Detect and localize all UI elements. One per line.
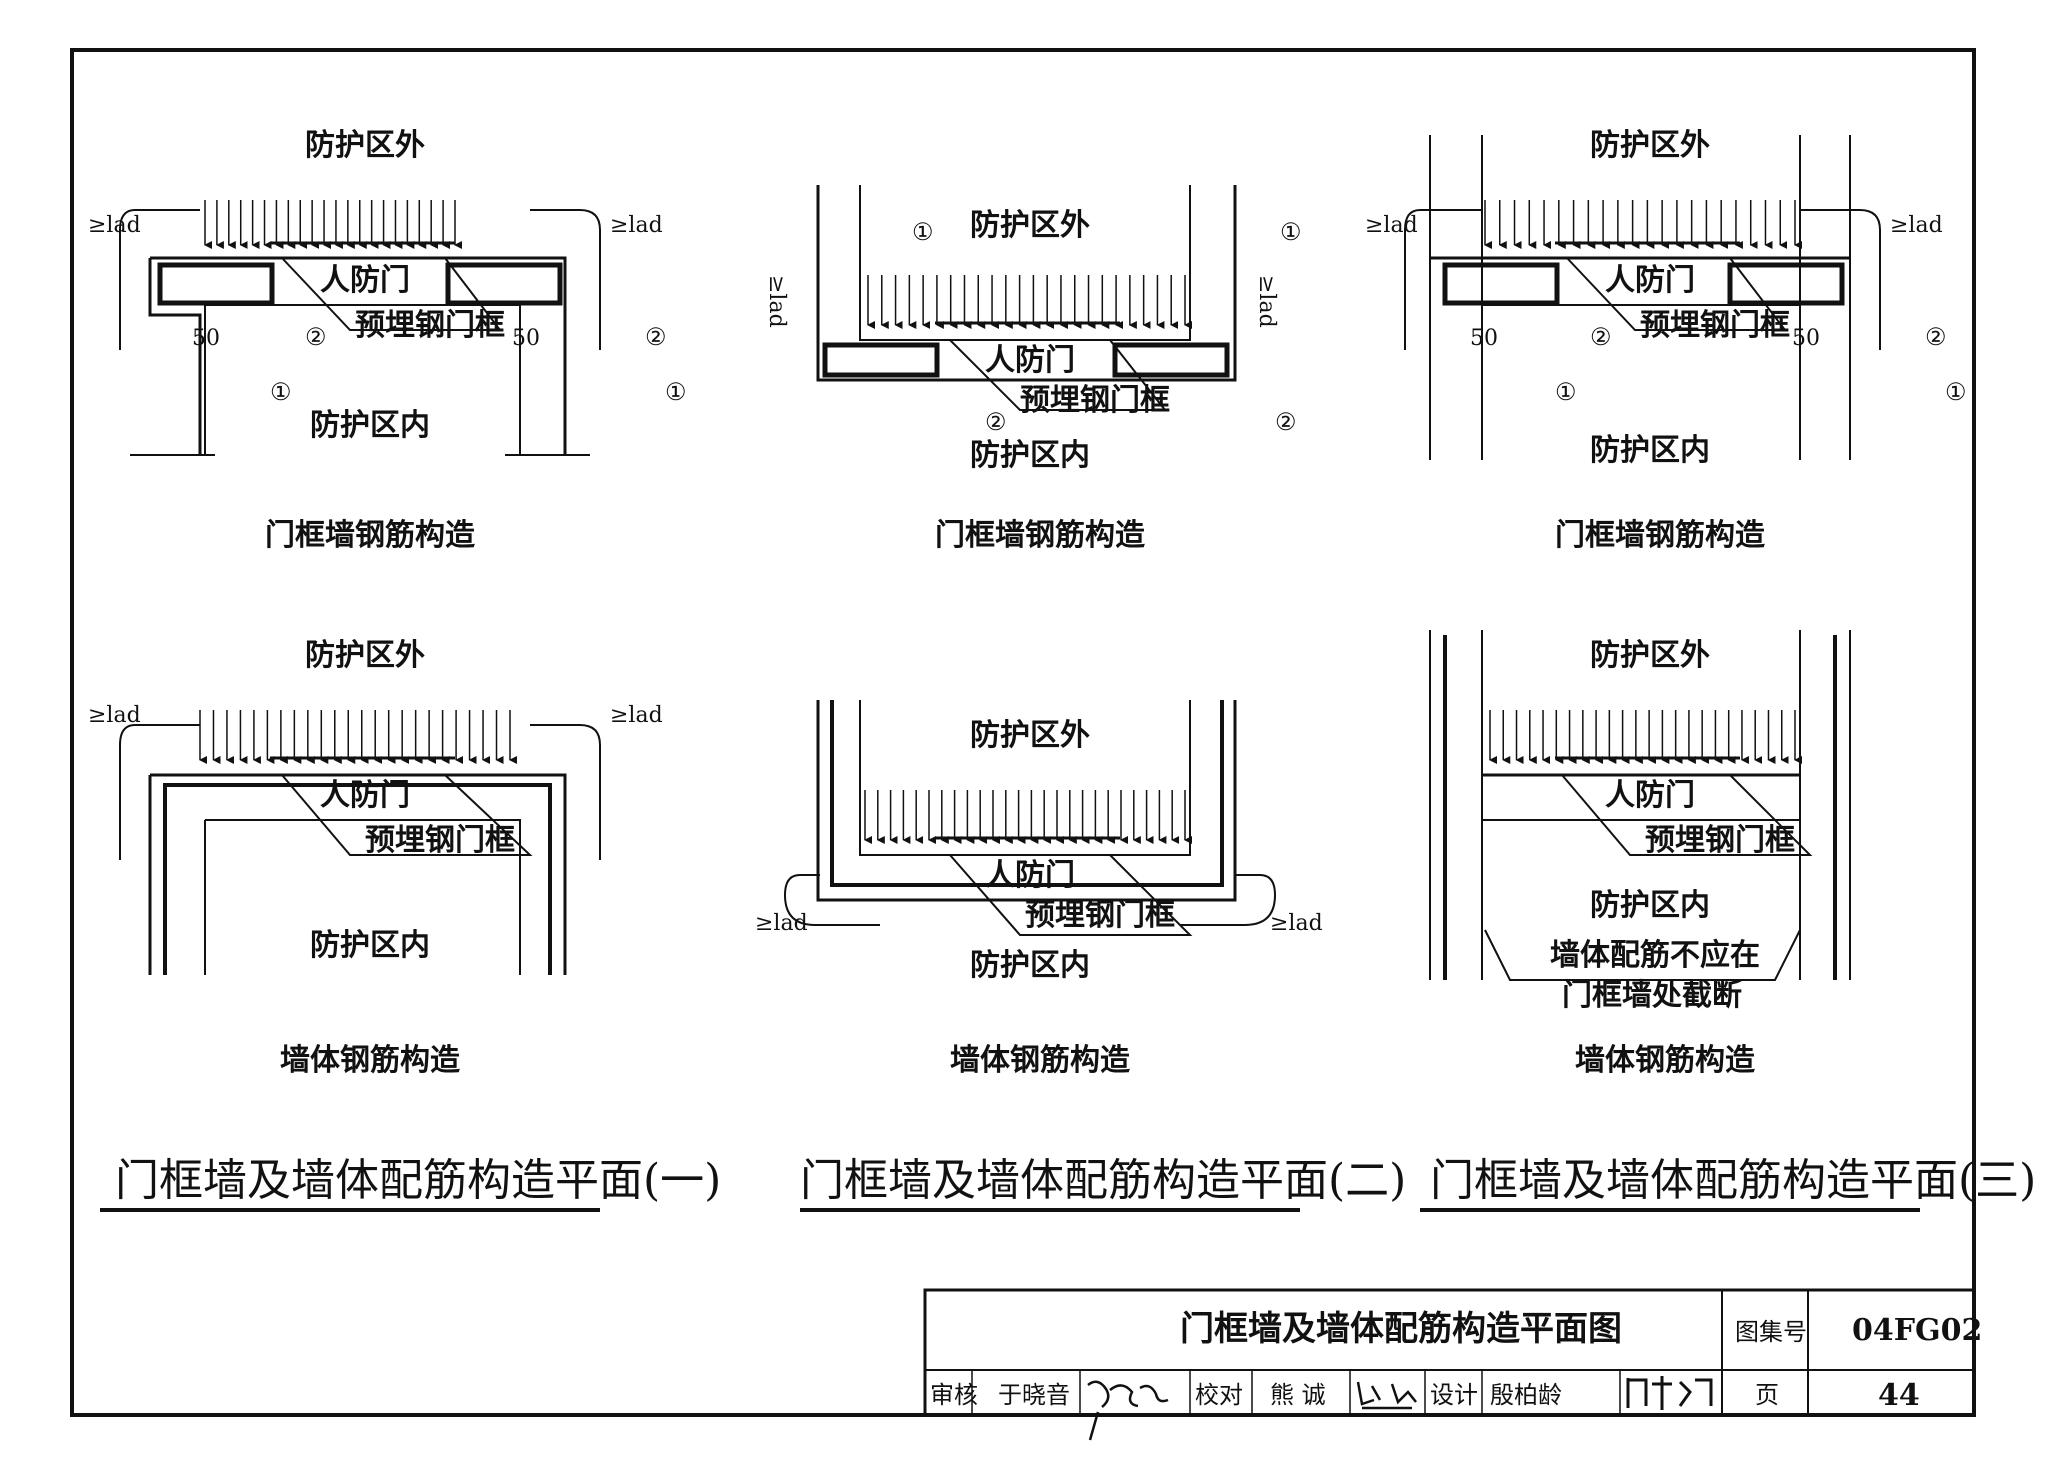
designer-signature [1626,1376,1713,1410]
note-line-2: 门框墙处截断 [1562,978,1742,1013]
label-door: 人防门 [985,343,1075,378]
mark-1: ① [1945,378,1967,406]
mark-1: ① [270,378,292,406]
label-door: 人防门 [985,858,1075,893]
lad-label: ≥lad [88,213,141,238]
caption-frame-wall-2: 门框墙钢筋构造 [935,518,1145,553]
lad-label: ≥lad [1254,275,1279,328]
label-door: 人防门 [320,263,410,298]
label-outside: 防护区外 [305,638,425,673]
lad-label: ≥lad [1270,911,1323,936]
label-frame: 预埋钢门框 [365,823,515,858]
lad-label: ≥lad [1365,213,1418,238]
caption-wall-1: 墙体钢筋构造 [280,1043,460,1078]
label-inside: 防护区内 [970,948,1090,983]
label-outside: 防护区外 [1590,128,1710,163]
checker-name: 熊 诚 [1270,1381,1326,1409]
label-outside: 防护区外 [305,128,425,163]
mark-2: ② [1275,408,1297,436]
page-label: 页 [1755,1381,1779,1409]
steel-block [1727,262,1845,306]
check-label: 校对 [1195,1381,1243,1409]
title-block: 门框墙及墙体配筋构造平面图 图集号 04FG02 审核 于晓音 校对 熊 诚 设… [923,1288,1982,1441]
label-outside: 防护区外 [970,718,1090,753]
designer-name: 殷柏龄 [1490,1381,1562,1409]
caption-frame-wall-1: 门框墙钢筋构造 [265,518,475,553]
dim-50: 50 [512,326,540,351]
mark-1: ① [665,378,687,406]
panel-frame-wall-1: 防护区外 ≥lad ≥lad 人防门 预埋钢门框 防护区内 ② ② ① ① 50… [88,128,687,456]
label-inside: 防护区内 [310,408,430,443]
panel-frame-wall-3: 防护区外 ≥lad ≥lad 人防门 预埋钢门框 防护区内 ② ② ① ① 50… [1365,128,1967,468]
label-door: 人防门 [320,778,410,813]
note-line-1: 墙体配筋不应在 [1550,938,1760,973]
steel-block [445,262,563,306]
atlas-number: 04FG02 [1852,1313,1982,1348]
label-door: 人防门 [1605,778,1695,813]
panel-wall-3: 防护区外 人防门 预埋钢门框 防护区内 墙体配筋不应在 门框墙处截断 [1429,630,1851,1013]
reviewer-name: 于晓音 [998,1381,1070,1409]
label-inside: 防护区内 [1590,888,1710,923]
dim-50: 50 [1470,326,1498,351]
label-inside: 防护区内 [310,928,430,963]
label-frame: 预埋钢门框 [1020,383,1170,418]
panel-wall-1: 防护区外 ≥lad ≥lad 人防门 预埋钢门框 防护区内 [88,638,663,975]
page-number: 44 [1878,1378,1920,1413]
lad-label: ≥lad [764,275,789,328]
lad-label: ≥lad [610,703,663,728]
reviewer-signature [1087,1380,1169,1441]
label-outside: 防护区外 [970,208,1090,243]
mark-2: ② [305,323,327,351]
design-label: 设计 [1430,1381,1478,1409]
caption-frame-wall-3: 门框墙钢筋构造 [1555,518,1765,553]
caption-wall-2: 墙体钢筋构造 [950,1043,1130,1078]
mark-2: ② [985,408,1007,436]
mark-2: ② [1925,323,1947,351]
review-label: 审核 [930,1381,978,1409]
label-door: 人防门 [1605,263,1695,298]
lad-label: ≥lad [1890,213,1943,238]
drawing-title: 门框墙及墙体配筋构造平面图 [1180,1309,1622,1349]
lad-label: ≥lad [755,911,808,936]
caption-wall-3: 墙体钢筋构造 [1575,1043,1755,1078]
label-outside: 防护区外 [1590,638,1710,673]
section-title-2: 门框墙及墙体配筋构造平面(二) [800,1155,1406,1206]
mark-1: ① [912,218,934,246]
mark-2: ② [1590,323,1612,351]
panel-wall-2: 防护区外 人防门 预埋钢门框 防护区内 ≥lad ≥lad [755,700,1323,983]
label-frame: 预埋钢门框 [1025,898,1175,933]
label-frame: 预埋钢门框 [355,308,505,343]
label-inside: 防护区内 [1590,433,1710,468]
dim-50: 50 [192,326,220,351]
steel-block [822,342,940,378]
atlas-label: 图集号 [1735,1318,1807,1346]
lad-label: ≥lad [88,703,141,728]
dim-50: 50 [1792,326,1820,351]
steel-block [157,262,275,306]
steel-block [1442,262,1560,306]
section-title-1: 门框墙及墙体配筋构造平面(一) [115,1155,721,1206]
panel-frame-wall-2: 防护区外 人防门 预埋钢门框 防护区内 ≥lad ≥lad ① ① ② ② [764,185,1302,473]
label-frame: 预埋钢门框 [1640,308,1790,343]
mark-1: ① [1280,218,1302,246]
steel-block [1112,342,1230,378]
mark-1: ① [1555,378,1577,406]
checker-signature [1356,1381,1417,1410]
mark-2: ② [645,323,667,351]
label-inside: 防护区内 [970,438,1090,473]
lad-label: ≥lad [610,213,663,238]
section-title-3: 门框墙及墙体配筋构造平面(三) [1430,1155,2036,1206]
label-frame: 预埋钢门框 [1645,823,1795,858]
